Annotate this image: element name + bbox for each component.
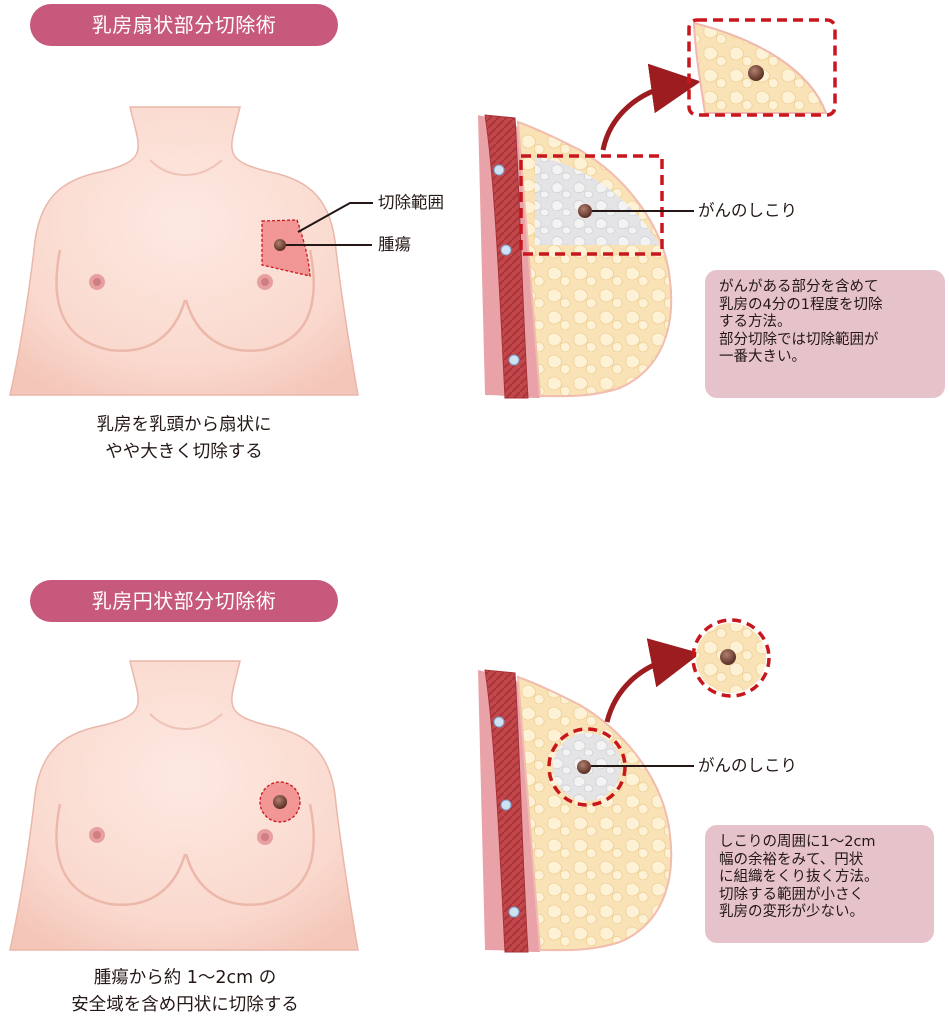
arrow-2 <box>604 638 701 723</box>
note-2-line-3: に組織をくり抜く方法。 <box>719 869 879 885</box>
caption-1-line-2: やや大きく切除する <box>105 442 263 462</box>
label-lump-2: がんのしこり <box>698 756 797 775</box>
excision-box-1 <box>519 154 664 256</box>
excised-piece-outline-1 <box>687 18 837 117</box>
arrow-1 <box>600 63 701 151</box>
note-1-line-4: 部分切除では切除範囲が <box>719 331 879 348</box>
caption-1-line-1: 乳房を乳頭から扇状に <box>96 415 272 435</box>
section-title-2: 乳房円状部分切除術 <box>30 580 338 622</box>
torso-illustration-2 <box>9 660 359 951</box>
note-2-line-1: しこりの周囲に1〜2cm <box>719 834 876 850</box>
torso-illustration-1 <box>9 106 359 396</box>
breast-cross-section-1 <box>478 114 673 399</box>
leader-line-excision <box>297 202 373 233</box>
note-1-line-2: 乳房の4分の1程度を切除 <box>719 296 883 313</box>
tumor-dot-1 <box>274 239 286 251</box>
sector-excision-area <box>261 219 311 277</box>
note-box-2: しこりの周囲に1〜2cm 幅の余裕をみて、円状 に組織をくり抜く方法。 切除する… <box>705 825 934 943</box>
caption-2-line-1: 腫瘍から約 1〜2cm の <box>93 968 277 988</box>
note-2-line-2: 幅の余裕をみて、円状 <box>719 851 864 868</box>
note-2-line-5: 乳房の変形が少ない。 <box>719 904 864 920</box>
excised-piece-2 <box>696 623 766 693</box>
label-excision-range: 切除範囲 <box>378 193 444 212</box>
note-1-line-5: 一番大きい。 <box>719 349 806 365</box>
lump-dot-2 <box>577 760 591 774</box>
breast-cross-section-2 <box>478 669 673 953</box>
note-1-line-1: がんがある部分を含めて <box>719 279 879 295</box>
note-box-1: がんがある部分を含めて 乳房の4分の1程度を切除 する方法。 部分切除では切除範… <box>705 270 945 398</box>
caption-2: 腫瘍から約 1〜2cm の 安全域を含め円状に切除する <box>20 965 350 1019</box>
excised-piece-outline-2 <box>691 618 771 698</box>
tumor-dot-2 <box>273 795 287 809</box>
caption-1: 乳房を乳頭から扇状に やや大きく切除する <box>30 412 338 466</box>
label-lump-1: がんのしこり <box>698 201 797 220</box>
caption-2-line-2: 安全域を含め円状に切除する <box>71 995 299 1015</box>
label-tumor: 腫瘍 <box>378 235 411 254</box>
note-1-line-3: する方法。 <box>719 314 792 330</box>
lump-dot-1 <box>578 204 592 218</box>
section-title-1: 乳房扇状部分切除術 <box>30 4 338 46</box>
excised-piece-1 <box>692 21 828 114</box>
note-2-line-4: 切除する範囲が小さく <box>719 886 864 903</box>
